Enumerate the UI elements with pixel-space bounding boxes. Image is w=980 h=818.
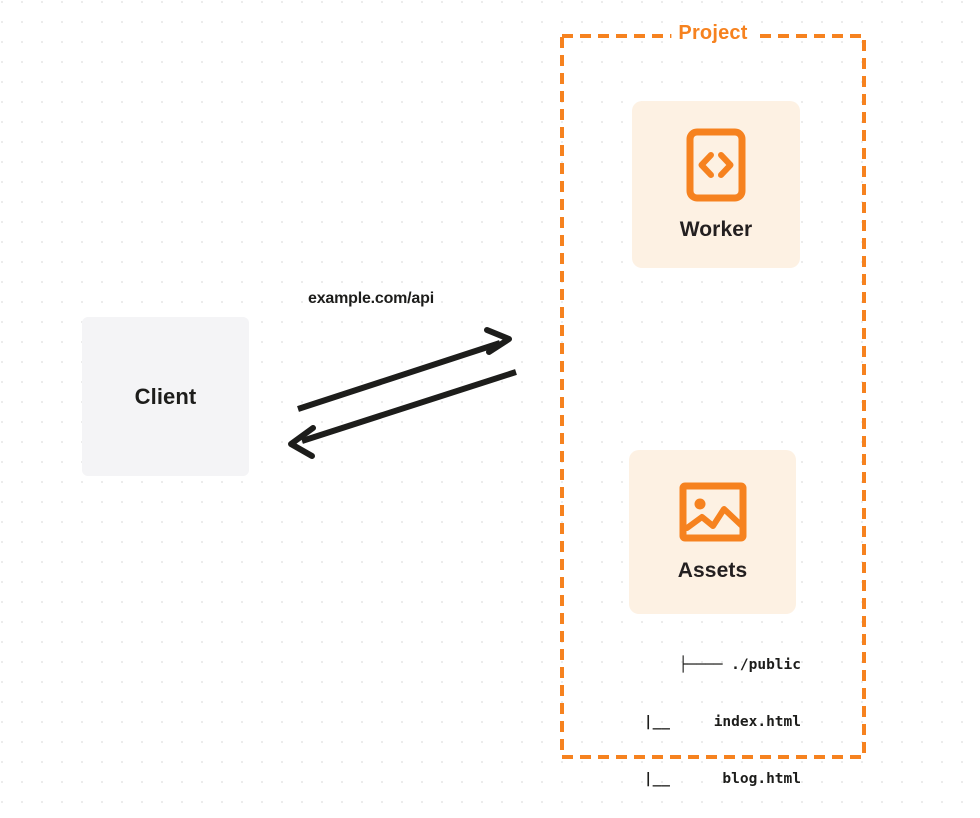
assets-file-tree: ├──── ./public |__ index.html |__ blog.h… — [520, 618, 801, 818]
node-assets[interactable]: Assets — [629, 450, 796, 614]
node-client[interactable]: Client — [82, 317, 249, 476]
response-arrow-icon — [288, 369, 517, 459]
node-assets-label: Assets — [677, 559, 748, 582]
file-tree-line: |__ blog.html — [626, 771, 801, 787]
connection-label: example.com/api — [308, 290, 434, 307]
image-picture-icon — [679, 482, 746, 542]
group-project-title: Project — [671, 22, 755, 45]
group-project: Project — [560, 22, 866, 759]
node-worker-label: Worker — [679, 217, 753, 241]
node-client-label: Client — [134, 383, 197, 409]
file-tree-line: |__ index.html — [626, 714, 801, 730]
code-brackets-icon — [686, 128, 746, 201]
node-worker[interactable]: Worker — [632, 101, 800, 268]
file-tree-line: ├──── ./public — [678, 657, 801, 673]
request-arrow-icon — [297, 327, 512, 412]
